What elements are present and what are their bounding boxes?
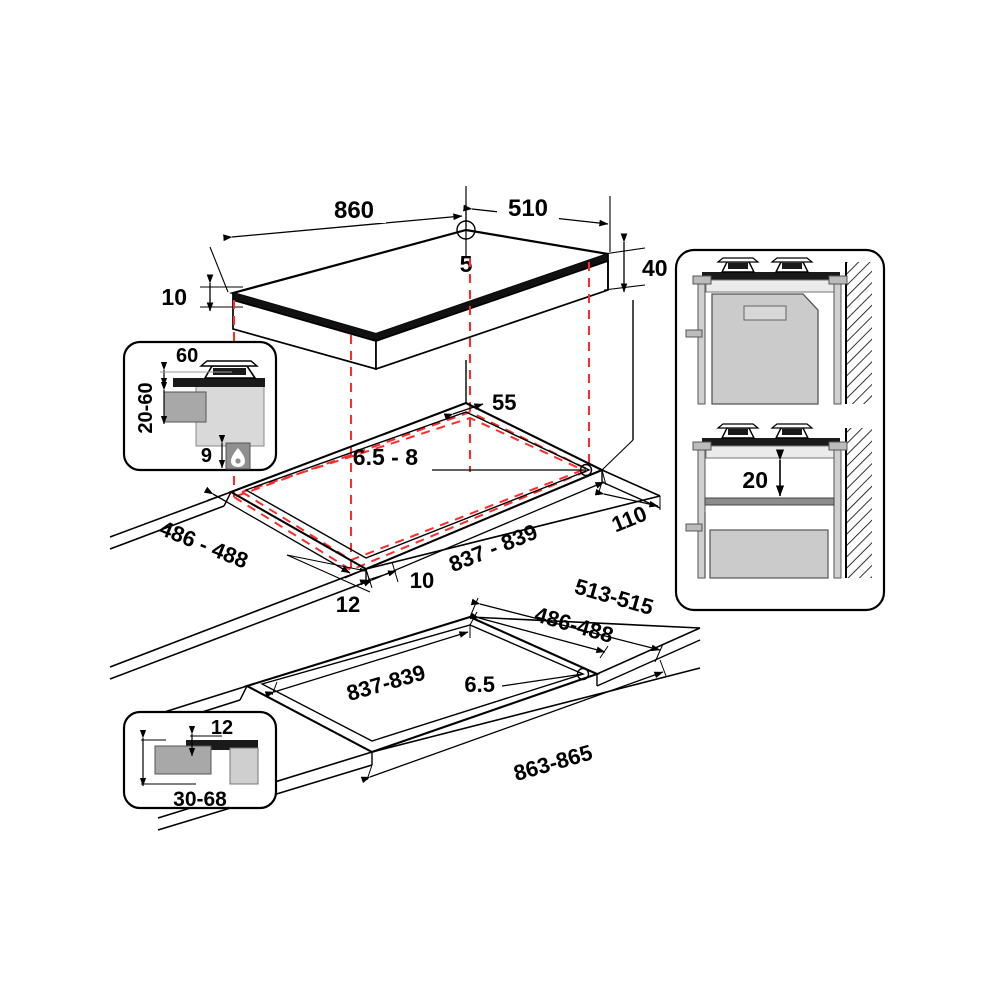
cabinet-section-with-drawer: 20 bbox=[685, 423, 872, 579]
cutout-rim-outer bbox=[228, 401, 605, 571]
oven-body bbox=[711, 293, 819, 405]
dim-label-837-839-upper: 837 - 839 bbox=[445, 519, 541, 577]
drawer-body bbox=[709, 529, 829, 579]
dim-label-30-68: 30-68 bbox=[173, 788, 227, 811]
dim-label-55: 55 bbox=[492, 390, 516, 415]
dim-label-513-515: 513-515 bbox=[572, 574, 657, 620]
dim-10-front: 10 bbox=[359, 561, 434, 593]
dim-label-60: 60 bbox=[176, 345, 198, 367]
dim-label-486-488-upper: 486 - 488 bbox=[156, 515, 252, 573]
dim-label-110: 110 bbox=[608, 501, 650, 537]
hob-isometric-body bbox=[228, 228, 609, 371]
dim-5: 5 bbox=[456, 205, 476, 277]
dim-label-5: 5 bbox=[460, 251, 473, 277]
dim-837-839-upper: 837 - 839 bbox=[362, 469, 607, 587]
dim-6_5-8: 6.5 - 8 bbox=[353, 444, 593, 477]
proj-cutout-outline bbox=[233, 410, 592, 572]
dim-label-20: 20 bbox=[742, 467, 768, 493]
dim-label-10-overhang: 10 bbox=[161, 284, 187, 310]
dim-label-486-488-lower: 486-488 bbox=[532, 602, 617, 648]
inset-worktop-edge-detail: 12 30-68 bbox=[122, 710, 278, 811]
dim-label-12-edge: 12 bbox=[211, 717, 233, 739]
dim-label-20-60: 20-60 bbox=[135, 382, 157, 433]
dim-label-510: 510 bbox=[508, 195, 548, 222]
dim-label-6_5-8: 6.5 - 8 bbox=[353, 444, 418, 470]
gas-flame-icon bbox=[231, 448, 245, 467]
dim-10-overhang: 10 bbox=[161, 274, 243, 312]
dim-40: 40 bbox=[603, 233, 668, 293]
dim-label-9: 9 bbox=[201, 445, 212, 467]
dim-label-860: 860 bbox=[334, 197, 374, 224]
dim-label-10-front: 10 bbox=[410, 568, 434, 593]
dim-55: 55 bbox=[443, 390, 516, 420]
dim-label-40: 40 bbox=[642, 255, 668, 281]
dim-label-863-865: 863-865 bbox=[511, 740, 596, 786]
inset-burner-detail: 60 20-60 9 bbox=[122, 340, 278, 472]
dim-label-6_5-lower: 6.5 bbox=[464, 672, 495, 697]
dim-label-12-thickness: 12 bbox=[336, 592, 360, 617]
dim-510: 510 bbox=[463, 186, 611, 252]
dim-837-839-lower: 837-839 bbox=[264, 625, 471, 706]
detail-circle-5 bbox=[456, 220, 476, 240]
cabinet-section-with-oven bbox=[685, 257, 872, 405]
inset-cabinet-sections: 20 bbox=[674, 248, 886, 612]
dim-12-thickness: 12 bbox=[286, 554, 371, 617]
